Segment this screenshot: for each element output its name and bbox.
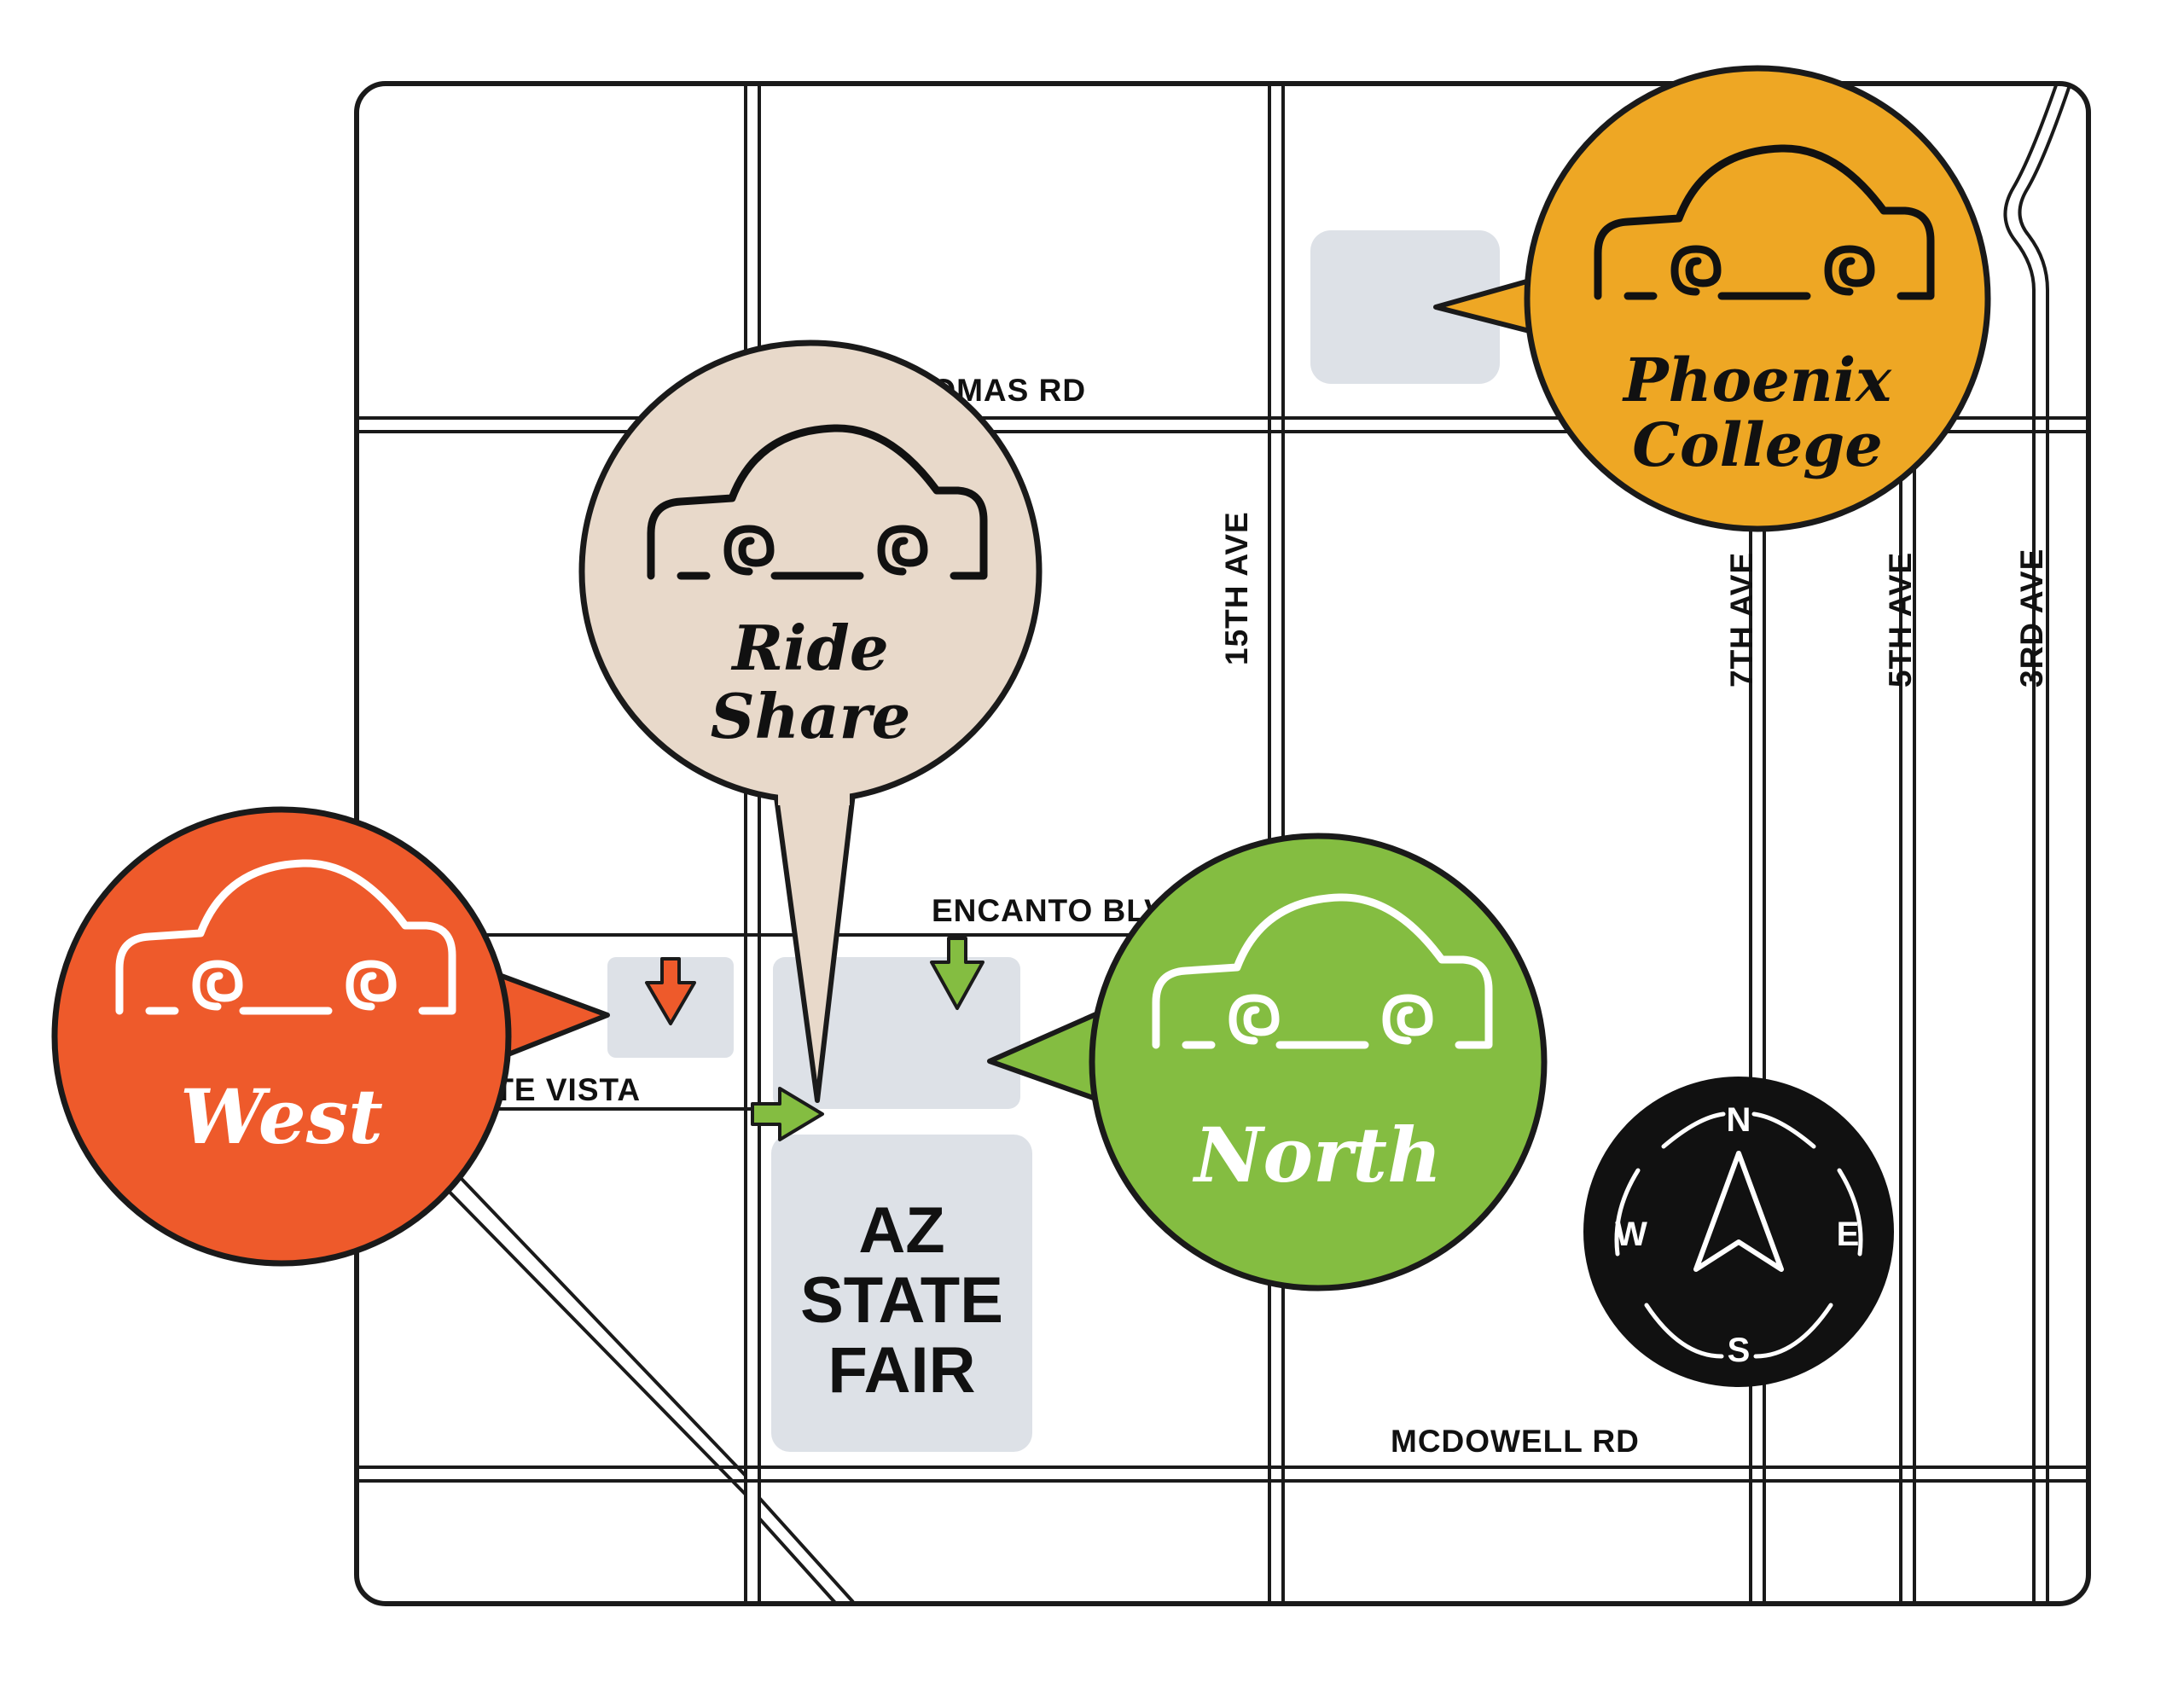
venue-label-line1: AZ xyxy=(858,1194,944,1267)
bubble-label-line2: College xyxy=(1632,409,1883,480)
compass-s: S xyxy=(1728,1332,1751,1369)
venue-label-line2: STATE xyxy=(800,1264,1003,1337)
road-label-5th-ave: 5TH AVE xyxy=(1883,552,1918,688)
compass-rose: N S E W xyxy=(1583,1077,1894,1387)
road-label-7th-ave: 7TH AVE xyxy=(1724,552,1759,688)
bubble-label-line2: Share xyxy=(711,680,911,752)
bubble-label-line1: Ride xyxy=(730,612,888,684)
venue-label-line3: FAIR xyxy=(828,1334,975,1407)
lot-fair xyxy=(771,1135,1032,1452)
arrow-down-icon xyxy=(930,937,985,1010)
road-label-15th-ave: 15TH AVE xyxy=(1219,511,1254,665)
bubble-label-north: North xyxy=(1192,1111,1442,1199)
road-label-3rd-ave: 3RD AVE xyxy=(2014,548,2049,688)
arrow-right-icon xyxy=(751,1087,824,1141)
bubble-phoenix-college[interactable]: Phoenix College xyxy=(1433,65,1991,532)
compass-n: N xyxy=(1727,1101,1751,1139)
bubble-ride-share[interactable]: Ride Share xyxy=(578,340,1043,1103)
road-label-mcdowell: MCDOWELL RD xyxy=(1391,1424,1640,1459)
bubble-west[interactable]: West xyxy=(51,806,610,1267)
bubble-north[interactable]: North xyxy=(987,833,1548,1291)
bubble-label-west: West xyxy=(180,1072,383,1161)
bubble-label-line1: Phoenix xyxy=(1622,345,1892,415)
lot-phoenix-college xyxy=(1310,230,1500,384)
compass-e: E xyxy=(1837,1216,1860,1253)
compass-needle-icon xyxy=(1693,1151,1784,1272)
compass-w: W xyxy=(1615,1216,1647,1253)
arrow-down-icon xyxy=(645,957,696,1025)
